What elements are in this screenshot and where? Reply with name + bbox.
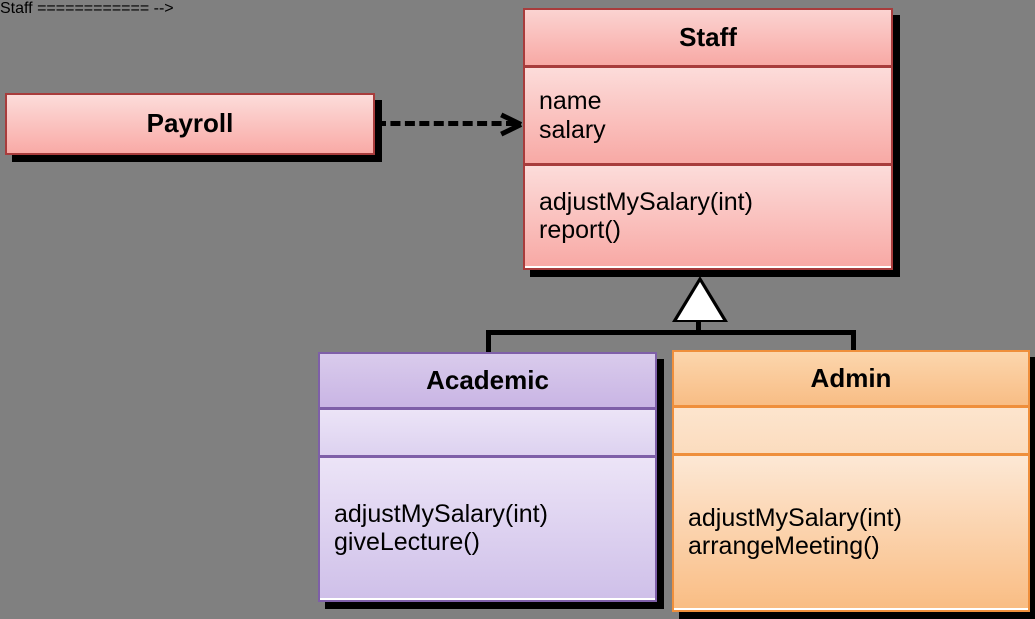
attributes-compartment-academic (320, 410, 655, 458)
attributes-compartment-admin (674, 408, 1028, 456)
class-box-academic[interactable]: Academic adjustMySalary(int) giveLecture… (318, 352, 657, 602)
generalization-drop-admin (851, 330, 856, 354)
operations-compartment-staff: adjustMySalary(int) report() (525, 166, 891, 266)
operation-row: adjustMySalary(int) (334, 499, 548, 528)
operation-row: adjustMySalary(int) (539, 187, 753, 216)
operations-compartment-admin: adjustMySalary(int) arrangeMeeting() (674, 456, 1028, 608)
class-name-academic: Academic (320, 354, 655, 410)
operation-row: report() (539, 216, 621, 244)
class-name-staff: Staff (525, 10, 891, 68)
attributes-compartment-staff: name salary (525, 68, 891, 166)
generalization-drop-academic (486, 330, 491, 356)
class-name-payroll: Payroll (7, 95, 373, 153)
attribute-row: name (539, 87, 602, 115)
attribute-row: salary (539, 115, 606, 144)
operation-row: giveLecture() (334, 528, 480, 556)
class-name-admin: Admin (674, 352, 1028, 408)
generalization-triangle (677, 282, 723, 320)
operations-compartment-academic: adjustMySalary(int) giveLecture() (320, 458, 655, 598)
class-box-staff[interactable]: Staff name salary adjustMySalary(int) re… (523, 8, 893, 270)
operation-row: arrangeMeeting() (688, 532, 880, 560)
generalization-horizontal-bus (486, 330, 856, 335)
class-box-admin[interactable]: Admin adjustMySalary(int) arrangeMeeting… (672, 350, 1030, 612)
class-box-payroll[interactable]: Payroll (5, 93, 375, 155)
generalization-stem (696, 320, 701, 334)
operation-row: adjustMySalary(int) (688, 503, 902, 532)
dependency-dashed-line (376, 121, 516, 126)
